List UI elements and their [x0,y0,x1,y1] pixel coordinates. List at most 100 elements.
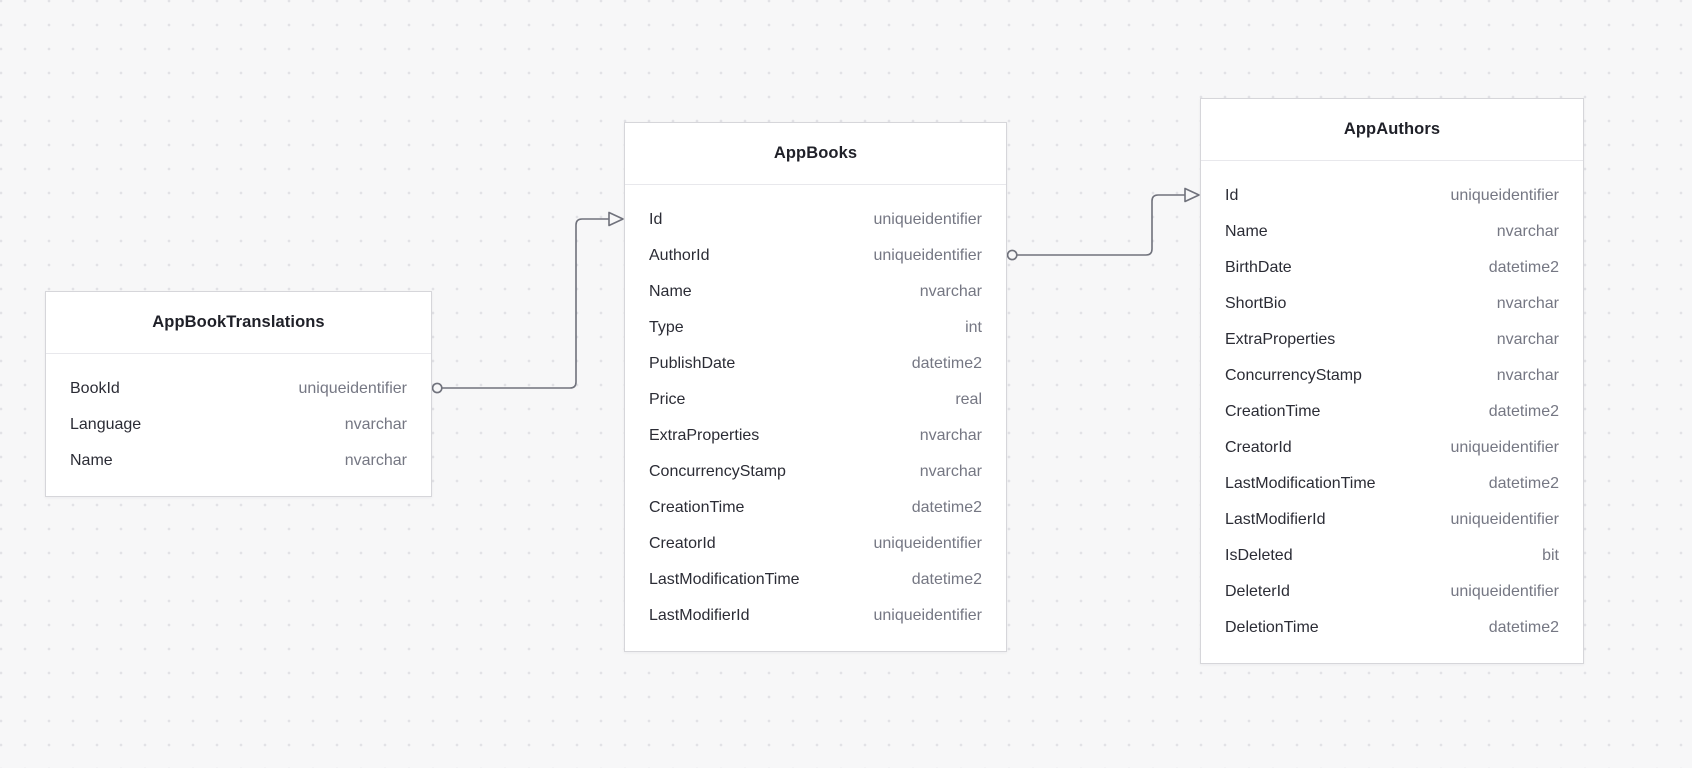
field-name: LastModifierId [1225,511,1326,528]
table-row[interactable]: Id uniqueidentifier [1201,178,1583,214]
table-title: AppBooks [773,144,858,162]
field-name: PublishDate [649,355,736,372]
one-end-arrow-icon [1184,187,1200,203]
field-name: ExtraProperties [1225,331,1336,348]
field-type: uniqueidentifier [873,535,982,552]
field-type: nvarchar [919,463,982,480]
field-name: Id [1225,187,1239,204]
field-type: uniqueidentifier [1450,511,1559,528]
field-name: Language [70,416,142,433]
field-type: uniqueidentifier [873,211,982,228]
field-name: LastModificationTime [1225,475,1376,492]
field-name: DeleterId [1225,583,1290,600]
field-name: Price [649,391,686,408]
field-name: LastModifierId [649,607,750,624]
relationship-edge[interactable] [1006,187,1200,261]
field-type: uniqueidentifier [873,247,982,264]
table-row[interactable]: DeleterId uniqueidentifier [1201,574,1583,610]
field-type: bit [1542,547,1559,564]
field-type: nvarchar [1496,295,1559,312]
table-node-appbooktranslations[interactable]: AppBookTranslations BookId uniqueidentifi… [45,291,432,497]
table-row[interactable]: ConcurrencyStamp nvarchar [1201,358,1583,394]
table-row[interactable]: Id uniqueidentifier [625,202,1006,238]
field-type: int [965,319,982,336]
field-name: BirthDate [1225,259,1292,276]
table-row[interactable]: LastModifierId uniqueidentifier [625,598,1006,634]
table-row[interactable]: LastModifierId uniqueidentifier [1201,502,1583,538]
table-row[interactable]: Language nvarchar [46,407,431,443]
many-end-circle-icon [1006,249,1018,261]
field-type: nvarchar [919,427,982,444]
table-row[interactable]: ExtraProperties nvarchar [1201,322,1583,358]
table-header[interactable]: AppBooks [625,123,1006,185]
field-type: nvarchar [1496,331,1559,348]
field-type: nvarchar [344,416,407,433]
table-row[interactable]: BookId uniqueidentifier [46,371,431,407]
field-type: uniqueidentifier [1450,187,1559,204]
table-row[interactable]: BirthDate datetime2 [1201,250,1583,286]
relationship-edge[interactable] [431,211,624,394]
table-row[interactable]: CreatorId uniqueidentifier [625,526,1006,562]
table-row[interactable]: LastModificationTime datetime2 [1201,466,1583,502]
field-type: real [955,391,982,408]
field-type: datetime2 [911,571,982,588]
table-row[interactable]: CreationTime datetime2 [1201,394,1583,430]
table-row[interactable]: ConcurrencyStamp nvarchar [625,454,1006,490]
field-type: datetime2 [1488,475,1559,492]
field-name: Id [649,211,663,228]
table-title: AppBookTranslations [152,313,325,331]
field-type: datetime2 [1488,619,1559,636]
field-name: BookId [70,380,120,397]
table-title: AppAuthors [1343,120,1441,138]
table-row[interactable]: IsDeleted bit [1201,538,1583,574]
connector-line[interactable] [442,218,609,389]
table-row[interactable]: AuthorId uniqueidentifier [625,238,1006,274]
table-header[interactable]: AppBookTranslations [46,292,431,354]
field-name: ShortBio [1225,295,1287,312]
field-type: nvarchar [1496,223,1559,240]
field-name: IsDeleted [1225,547,1293,564]
field-type: nvarchar [1496,367,1559,384]
table-row[interactable]: CreatorId uniqueidentifier [1201,430,1583,466]
field-name: CreatorId [1225,439,1292,456]
field-type: uniqueidentifier [1450,583,1559,600]
field-type: uniqueidentifier [298,380,407,397]
connector-line[interactable] [1017,194,1185,256]
field-name: CreatorId [649,535,716,552]
field-name: ConcurrencyStamp [649,463,786,480]
table-row[interactable]: Price real [625,382,1006,418]
table-row[interactable]: Name nvarchar [1201,214,1583,250]
field-type: datetime2 [1488,259,1559,276]
field-name: ConcurrencyStamp [1225,367,1362,384]
many-end-circle-icon [431,382,443,394]
table-row[interactable]: PublishDate datetime2 [625,346,1006,382]
table-row[interactable]: ExtraProperties nvarchar [625,418,1006,454]
field-type: datetime2 [1488,403,1559,420]
field-name: CreationTime [1225,403,1321,420]
field-name: CreationTime [649,499,745,516]
field-type: uniqueidentifier [1450,439,1559,456]
field-name: ExtraProperties [649,427,760,444]
table-header[interactable]: AppAuthors [1201,99,1583,161]
field-type: datetime2 [911,355,982,372]
field-name: AuthorId [649,247,710,264]
field-name: Name [70,452,113,469]
table-row[interactable]: ShortBio nvarchar [1201,286,1583,322]
table-row[interactable]: CreationTime datetime2 [625,490,1006,526]
field-type: uniqueidentifier [873,607,982,624]
field-type: datetime2 [911,499,982,516]
field-name: Name [1225,223,1268,240]
field-name: Name [649,283,692,300]
one-end-arrow-icon [608,211,624,227]
